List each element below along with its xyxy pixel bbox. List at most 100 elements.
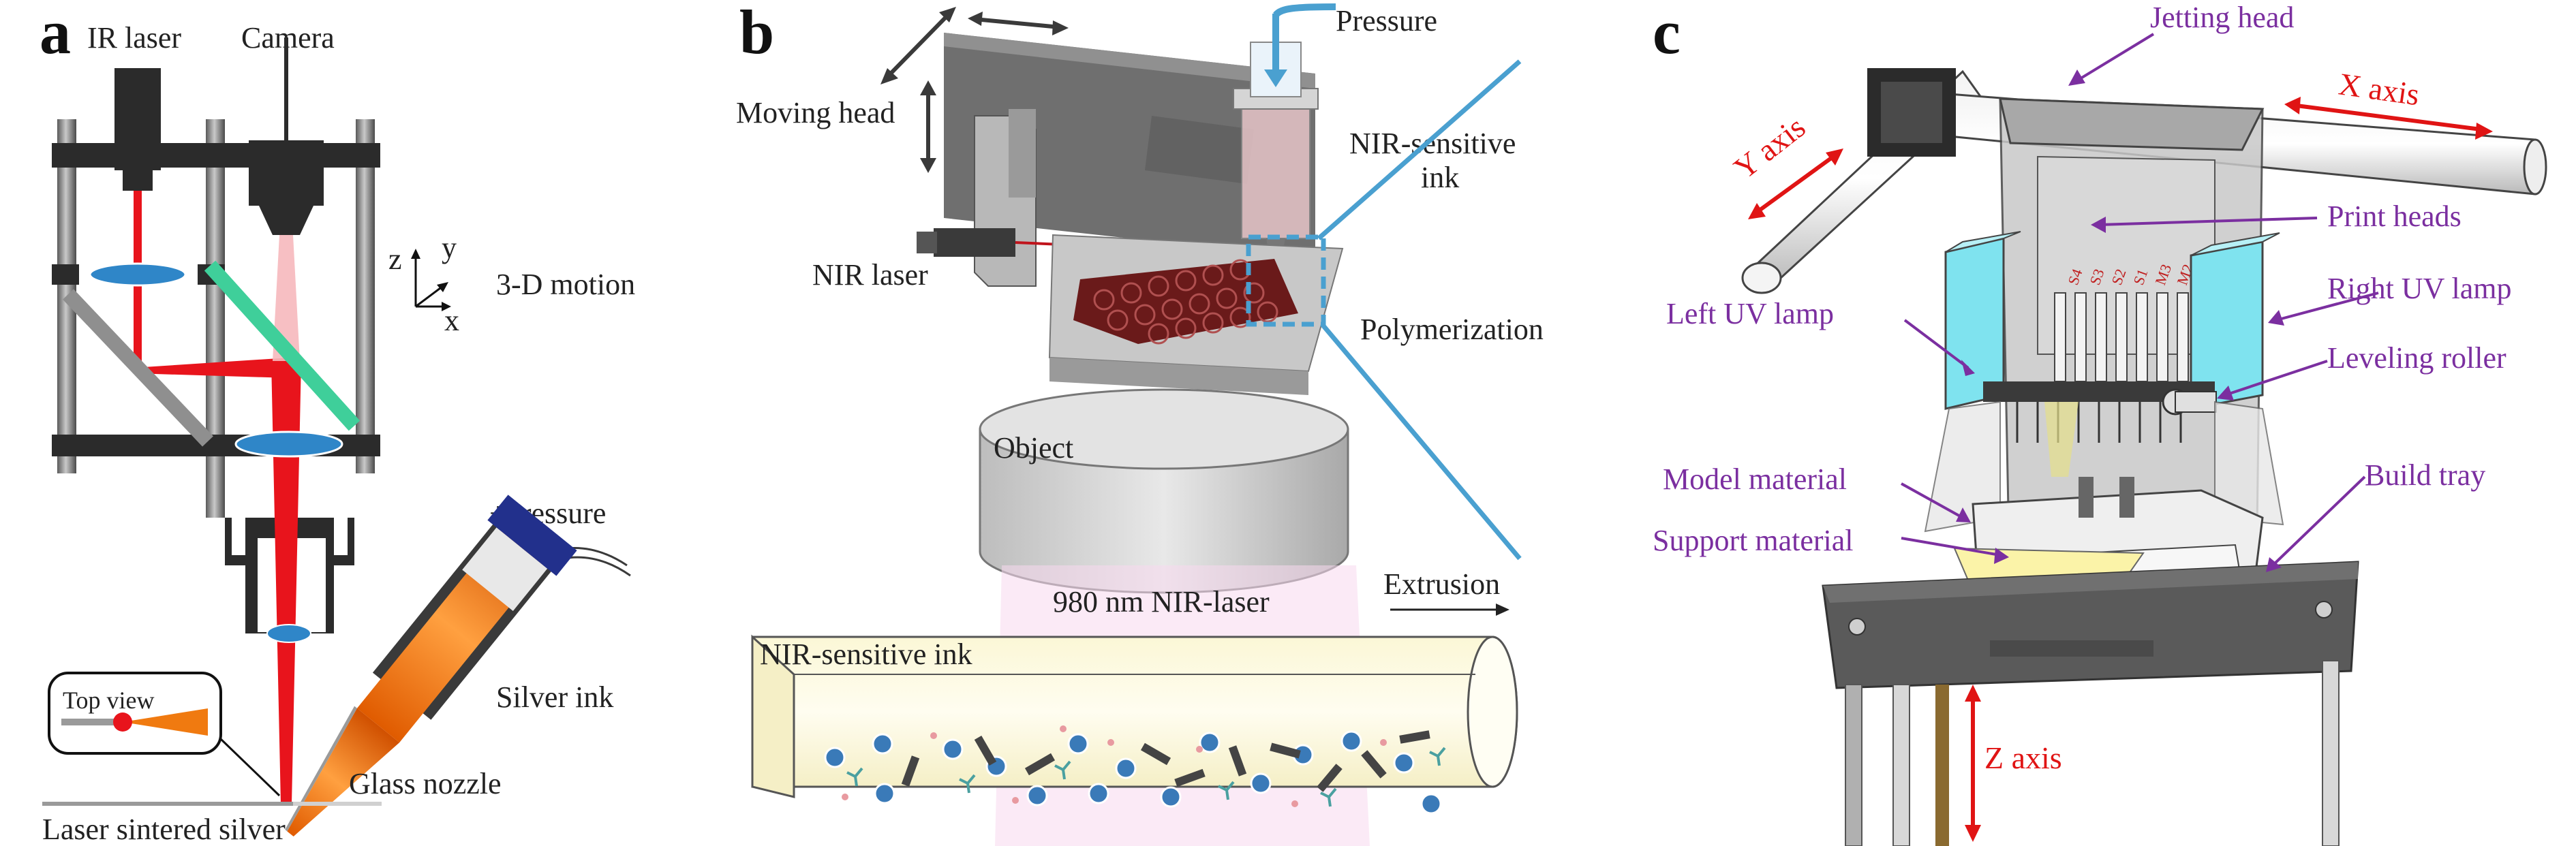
label-nir-ink-1: NIR-sensitive	[1349, 127, 1516, 160]
y-axis-arrow-head1	[1748, 203, 1766, 219]
right-uv-top	[2190, 232, 2280, 256]
top-view-spot	[113, 712, 132, 732]
ir-beam-horizontal	[133, 358, 290, 378]
label-x-axis: X axis	[2337, 66, 2422, 112]
ir-laser-head	[123, 170, 153, 191]
mirror-strut	[63, 289, 213, 447]
label-3d-motion: 3-D motion	[496, 268, 635, 301]
axis-label-z: z	[388, 242, 402, 276]
x-axis-arrow-head2	[2475, 123, 2493, 140]
camera-beam-green	[204, 260, 361, 431]
build-tray-top	[1823, 562, 2358, 603]
label-z-axis: Z axis	[1984, 740, 2062, 775]
polymerization-zone	[1246, 234, 1326, 327]
moving-head-plate	[944, 33, 1315, 259]
extrusion-arrow-head	[1496, 604, 1509, 616]
axis-label-y: y	[442, 231, 457, 264]
model-material-rib-2	[2119, 477, 2134, 518]
tray-bolt-left	[1848, 618, 1866, 636]
camera-lens	[259, 206, 313, 235]
top-view-nozzle	[123, 708, 208, 736]
arrow-v-head1	[920, 80, 936, 95]
syringe-cap	[487, 495, 577, 576]
label-980nm: 980 nm NIR-laser	[1053, 585, 1270, 618]
label-pressure-b: Pressure	[1336, 4, 1437, 37]
jet-stream	[2044, 402, 2079, 477]
label-moving-head: Moving head	[736, 96, 895, 129]
frame-bracket-left	[52, 264, 79, 285]
label-extrusion: Extrusion	[1383, 567, 1500, 601]
panel-letter-c: c	[1653, 0, 1681, 67]
model-material-rib-1	[2079, 477, 2094, 518]
ink-particles	[824, 725, 1446, 815]
zoom-line-lower	[1320, 322, 1522, 561]
label-nir-ink-bottom: NIR-sensitive ink	[760, 638, 972, 671]
print-head-nozzles	[2016, 402, 2182, 443]
top-view-leader	[219, 738, 281, 797]
label-right-uv: Right UV lamp	[2327, 272, 2512, 305]
panel-a: a IR laser Camera	[40, 0, 635, 846]
y-rail-end	[1741, 262, 1782, 294]
z-axis-arrow-head2	[1965, 825, 1981, 842]
label-silver-ink: Silver ink	[496, 680, 613, 714]
arrow-h-head2	[1052, 20, 1069, 35]
camera-view-cone	[273, 235, 300, 361]
panel-letter-b: b	[739, 0, 774, 67]
plate-top-edge	[944, 33, 1315, 89]
tube-end	[1467, 636, 1518, 788]
label-ir-laser: IR laser	[87, 21, 181, 54]
panel-b: b Moving head NIR laser Pressure NIR-sen	[736, 0, 1544, 846]
label-laser-sintered: Laser sintered silver	[42, 813, 286, 846]
leg-3	[1935, 685, 1949, 846]
lattice-pattern	[1093, 259, 1278, 345]
tray-bolt-right	[2315, 601, 2333, 618]
x-axis-arrow	[2296, 104, 2481, 131]
leg-4	[2322, 660, 2340, 846]
tube-inner-left	[751, 634, 795, 798]
frame-rod-right	[356, 119, 375, 473]
label-nir-laser: NIR laser	[812, 258, 928, 292]
label-object: Object	[994, 431, 1073, 465]
right-skirt	[2214, 401, 2284, 526]
panel-letter-a: a	[40, 0, 71, 67]
y-axis-arrow	[1757, 155, 1835, 213]
arrow-diag-head1	[880, 68, 898, 84]
label-y-axis: Y axis	[1728, 110, 1812, 186]
focused-beam	[271, 361, 301, 804]
camera-body	[249, 140, 324, 206]
label-left-uv: Left UV lamp	[1666, 297, 1834, 330]
arrow-diag	[884, 10, 953, 80]
label-polymerization: Polymerization	[1360, 313, 1544, 346]
housing-top	[1999, 97, 2265, 151]
leg-1	[1845, 684, 1862, 846]
zoom-line-upper	[1317, 59, 1522, 240]
build-plate-edge	[1049, 358, 1308, 395]
axis-z-arrow	[411, 249, 420, 259]
top-view-box	[48, 672, 222, 755]
axis-y-line	[415, 285, 444, 308]
label-model-material: Model material	[1663, 463, 1847, 496]
left-uv-top	[1945, 231, 2021, 253]
axis-y-arrow	[437, 282, 448, 292]
holder-arm	[1009, 109, 1036, 198]
silver-ink-syringe	[285, 495, 577, 837]
object-cylinder-top	[979, 388, 1349, 470]
label-build-tray: Build tray	[2365, 458, 2485, 492]
label-leveling-roller: Leveling roller	[2327, 341, 2506, 375]
label-glass-nozzle: Glass nozzle	[349, 767, 502, 800]
lens-lower	[266, 624, 311, 643]
nir-laser-end	[917, 232, 937, 253]
ir-laser-body	[114, 68, 161, 170]
leader-arrow-heads	[1956, 69, 2284, 572]
frame-bar-top	[52, 143, 380, 168]
syringe-plunger	[462, 527, 548, 611]
arrow-diag-head2	[939, 7, 956, 22]
housing-notch-left	[232, 518, 245, 555]
lens-upper	[89, 262, 187, 287]
label-nir-ink-2: ink	[1421, 161, 1459, 194]
label-jetting-head: Jetting head	[2150, 1, 2294, 34]
y-axis-arrow-head2	[1826, 148, 1843, 166]
panel-c: c S4 S3 S2 S1 M3 M2 M1 M0	[1653, 0, 2547, 846]
rail-block-face	[1881, 82, 1942, 143]
